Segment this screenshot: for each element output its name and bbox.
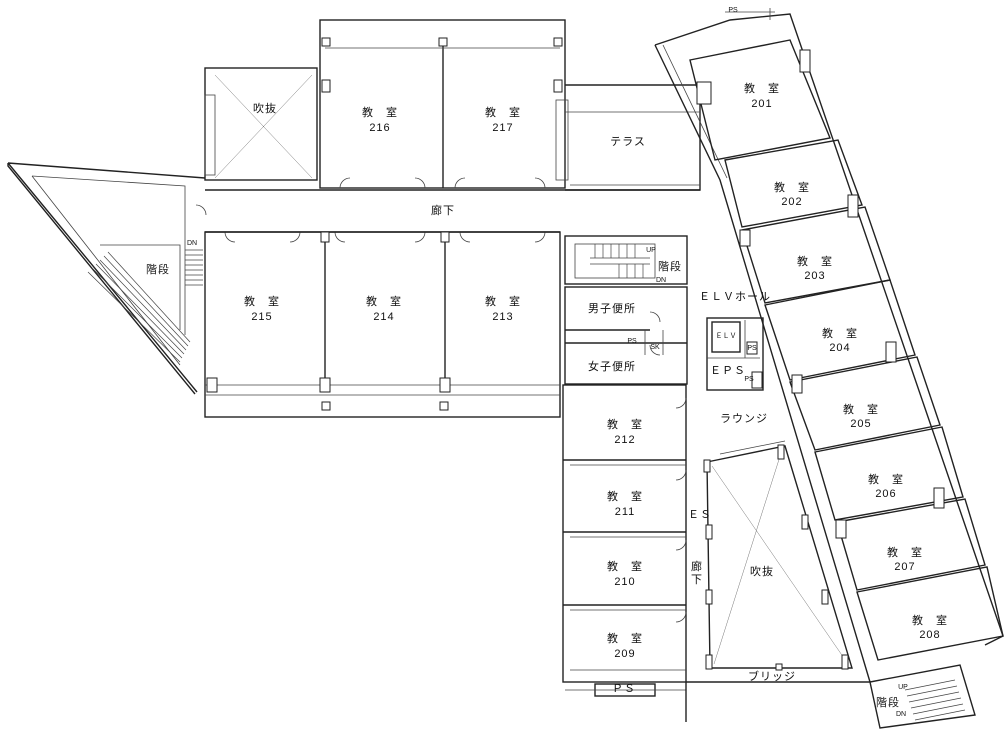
center-stair	[590, 244, 650, 278]
center-stair-outline	[564, 235, 688, 285]
lounge-label: ラウンジ	[720, 412, 768, 425]
atrium-center-label: 吹抜	[750, 564, 774, 578]
room-201-number: 201	[751, 98, 772, 110]
women-wc-label: 女子便所	[588, 359, 636, 373]
room-210-number: 210	[614, 576, 635, 588]
room-210-label: 教 室	[607, 559, 643, 573]
room-209-label: 教 室	[607, 631, 643, 645]
terrace-label: テラス	[610, 136, 646, 148]
up-center-label: UP	[646, 247, 656, 254]
right-classrooms	[689, 39, 1004, 661]
room-202-number: 202	[781, 196, 802, 208]
sk-label: SK	[650, 344, 660, 351]
room-215-number: 215	[251, 311, 272, 323]
br-stair	[904, 679, 966, 721]
room-206-number: 206	[875, 488, 896, 500]
dn-center-label: DN	[656, 277, 666, 284]
bridge-label: ブリッジ	[748, 669, 796, 683]
room-214-number: 214	[373, 311, 394, 323]
room-201-label: 教 室	[744, 81, 780, 95]
room-208-label: 教 室	[912, 613, 948, 627]
room-204-number: 204	[829, 342, 850, 354]
ps-wc-label: PS	[627, 338, 637, 345]
room-207-number: 207	[894, 561, 915, 573]
room-212-label: 教 室	[607, 417, 643, 431]
atrium-center-outline	[706, 445, 853, 669]
elv-hall-label: ＥＬＶホール	[699, 290, 771, 303]
room-213-label: 教 室	[485, 294, 521, 308]
room-214-label: 教 室	[366, 294, 402, 308]
atrium-top-label: 吹抜	[253, 101, 277, 115]
stairs-left-label: 階段	[146, 262, 170, 276]
corridor-v-label-2: 下	[691, 574, 703, 586]
elv-eps-outline	[706, 317, 764, 391]
wc-block-outline	[564, 286, 688, 385]
room-216-label: 教 室	[362, 105, 398, 119]
room-202-label: 教 室	[774, 180, 810, 194]
room-206-label: 教 室	[868, 472, 904, 486]
left-stair-landing	[100, 244, 181, 330]
left-stair-steps	[185, 249, 203, 286]
atrium-top-window	[204, 94, 216, 176]
atrium-top-cross	[214, 74, 313, 179]
room-209-number: 209	[614, 648, 635, 660]
stairs-br-label: 階段	[876, 695, 900, 709]
up-br-label: UP	[898, 684, 908, 691]
ps-bottom-label: ＰＳ	[612, 683, 636, 695]
stairs-center-label: 階段	[658, 259, 682, 273]
right-wing-outer	[654, 13, 1004, 646]
room-203-label: 教 室	[797, 254, 833, 268]
eps-label: ＥＰＳ	[710, 365, 746, 377]
room-213-number: 213	[492, 311, 513, 323]
elv-car	[711, 321, 741, 353]
room-205-number: 205	[850, 418, 871, 430]
room-217-label: 教 室	[485, 105, 521, 119]
rooms-215-213-outline	[204, 231, 561, 418]
room-212-number: 212	[614, 434, 635, 446]
ps-eps-label: PS	[744, 376, 754, 383]
left-stair	[87, 251, 191, 363]
room-203-number: 203	[804, 270, 825, 282]
br-stair-outline	[869, 664, 976, 729]
corridor-main-label: 廊下	[431, 203, 455, 217]
rooms-212-209-outline	[562, 384, 687, 683]
ps-elv-label: PS	[747, 345, 757, 352]
room-211-number: 211	[615, 506, 636, 518]
es-label: ＥＳ	[688, 509, 712, 521]
dn-br-label: DN	[896, 711, 906, 718]
room-211-label: 教 室	[607, 489, 643, 503]
room-207-label: 教 室	[887, 545, 923, 559]
corridor-doors	[195, 177, 546, 243]
elv-label: ＥＬＶ	[716, 332, 737, 340]
corridor-v-label-1: 廊	[691, 559, 703, 573]
room-217-number: 217	[492, 122, 513, 134]
room-208-number: 208	[919, 629, 940, 641]
men-wc-label: 男子便所	[588, 302, 636, 315]
room-205-label: 教 室	[843, 402, 879, 416]
room-216-number: 216	[369, 122, 390, 134]
ps-top-label: PS	[728, 7, 738, 14]
room-215-label: 教 室	[244, 294, 280, 308]
left-wing-outline	[7, 162, 206, 395]
dn-left-label: DN	[187, 240, 197, 247]
terrace-window	[555, 99, 569, 181]
room-204-label: 教 室	[822, 326, 858, 340]
right-wing-inner-line	[654, 44, 871, 683]
